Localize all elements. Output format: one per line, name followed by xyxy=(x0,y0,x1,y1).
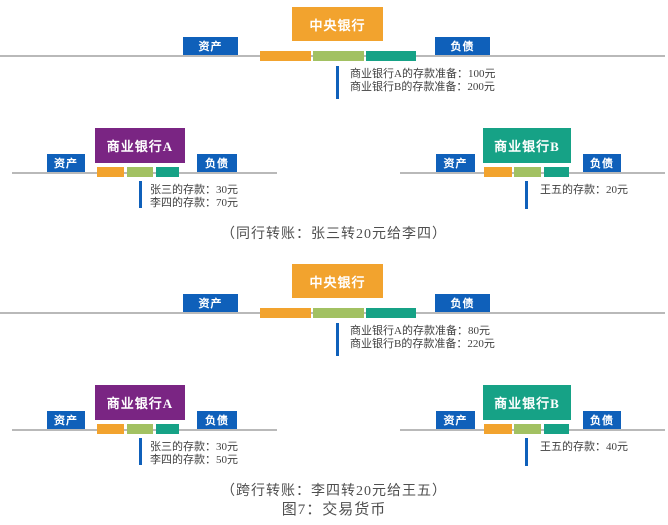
central-reserve-bar-green xyxy=(313,308,364,318)
note-line: 李四的存款：70元 xyxy=(150,197,238,209)
note-line: 张三的存款：30元 xyxy=(150,184,238,196)
liabilities-label-box: 负债 xyxy=(435,294,490,312)
central-reserve-bar-orange xyxy=(260,51,311,61)
bank-b-deposit-bar-teal xyxy=(544,167,569,177)
note-line: 李四的存款：50元 xyxy=(150,454,238,466)
bank-b-deposit-bar-teal xyxy=(544,424,569,434)
commercial-bank-a-box: 商业银行A xyxy=(95,128,185,163)
bank-b-notes: 王五的存款：20元 xyxy=(540,184,628,197)
central-reserve-bar-teal xyxy=(366,308,416,318)
central-bank-notes: 商业银行A的存款准备：100元 商业银行B的存款准备：200元 xyxy=(350,68,495,94)
bank-a-note-pointer-line xyxy=(139,181,142,208)
note-line: 王五的存款：40元 xyxy=(540,441,628,453)
bank-b-deposit-bar-orange xyxy=(484,424,512,434)
liabilities-label-box: 负债 xyxy=(197,154,237,172)
bank-b-deposit-bar-green xyxy=(514,167,541,177)
central-reserve-bar-teal xyxy=(366,51,416,61)
bank-b-note-pointer-line xyxy=(525,181,528,209)
note-line: 张三的存款：30元 xyxy=(150,441,238,453)
commercial-bank-b-box: 商业银行B xyxy=(483,128,571,163)
bank-b-deposit-bar-orange xyxy=(484,167,512,177)
assets-label-box: 资产 xyxy=(47,154,85,172)
assets-label-box: 资产 xyxy=(47,411,85,429)
bank-a-notes: 张三的存款：30元 李四的存款：50元 xyxy=(150,441,238,467)
central-note-pointer-line xyxy=(336,66,339,99)
bank-b-note-pointer-line xyxy=(525,438,528,466)
commercial-bank-a-box: 商业银行A xyxy=(95,385,185,420)
central-bank-box: 中央银行 xyxy=(292,7,383,41)
commercial-bank-b-box: 商业银行B xyxy=(483,385,571,420)
note-line: 商业银行A的存款准备：80元 xyxy=(350,325,490,337)
liabilities-label-box: 负债 xyxy=(435,37,490,55)
bank-a-deposit-bar-green xyxy=(127,424,153,434)
note-line: 王五的存款：20元 xyxy=(540,184,628,196)
bank-a-deposit-bar-orange xyxy=(97,424,124,434)
assets-label-box: 资产 xyxy=(436,154,475,172)
liabilities-label-box: 负债 xyxy=(583,154,621,172)
bank-a-deposit-bar-green xyxy=(127,167,153,177)
panel-caption: （同行转账：张三转20元给李四） xyxy=(221,227,447,242)
bank-a-notes: 张三的存款：30元 李四的存款：70元 xyxy=(150,184,238,210)
central-reserve-bar-orange xyxy=(260,308,311,318)
note-line: 商业银行B的存款准备：200元 xyxy=(350,81,495,93)
assets-label-box: 资产 xyxy=(183,37,238,55)
central-bank-notes: 商业银行A的存款准备：80元 商业银行B的存款准备：220元 xyxy=(350,325,495,351)
assets-label-box: 资产 xyxy=(436,411,475,429)
bank-a-deposit-bar-teal xyxy=(156,167,179,177)
assets-label-box: 资产 xyxy=(183,294,238,312)
bank-b-notes: 王五的存款：40元 xyxy=(540,441,628,454)
bank-a-deposit-bar-orange xyxy=(97,167,124,177)
note-line: 商业银行A的存款准备：100元 xyxy=(350,68,496,80)
panel-caption: （跨行转账：李四转20元给王五） xyxy=(221,484,447,499)
bank-a-deposit-bar-teal xyxy=(156,424,179,434)
panel-inter-bank-transfer: 中央银行 资产 负债 商业银行A的存款准备：80元 商业银行B的存款准备：220… xyxy=(0,257,668,505)
note-line: 商业银行B的存款准备：220元 xyxy=(350,338,495,350)
liabilities-label-box: 负债 xyxy=(583,411,621,429)
central-bank-box: 中央银行 xyxy=(292,264,383,298)
bank-b-deposit-bar-green xyxy=(514,424,541,434)
central-reserve-bar-green xyxy=(313,51,364,61)
central-note-pointer-line xyxy=(336,323,339,356)
liabilities-label-box: 负债 xyxy=(197,411,237,429)
figure-caption: 图7：交易货币 xyxy=(281,502,387,518)
panel-intra-bank-transfer: 中央银行 资产 负债 商业银行A的存款准备：100元 商业银行B的存款准备：20… xyxy=(0,0,668,248)
bank-a-note-pointer-line xyxy=(139,438,142,465)
